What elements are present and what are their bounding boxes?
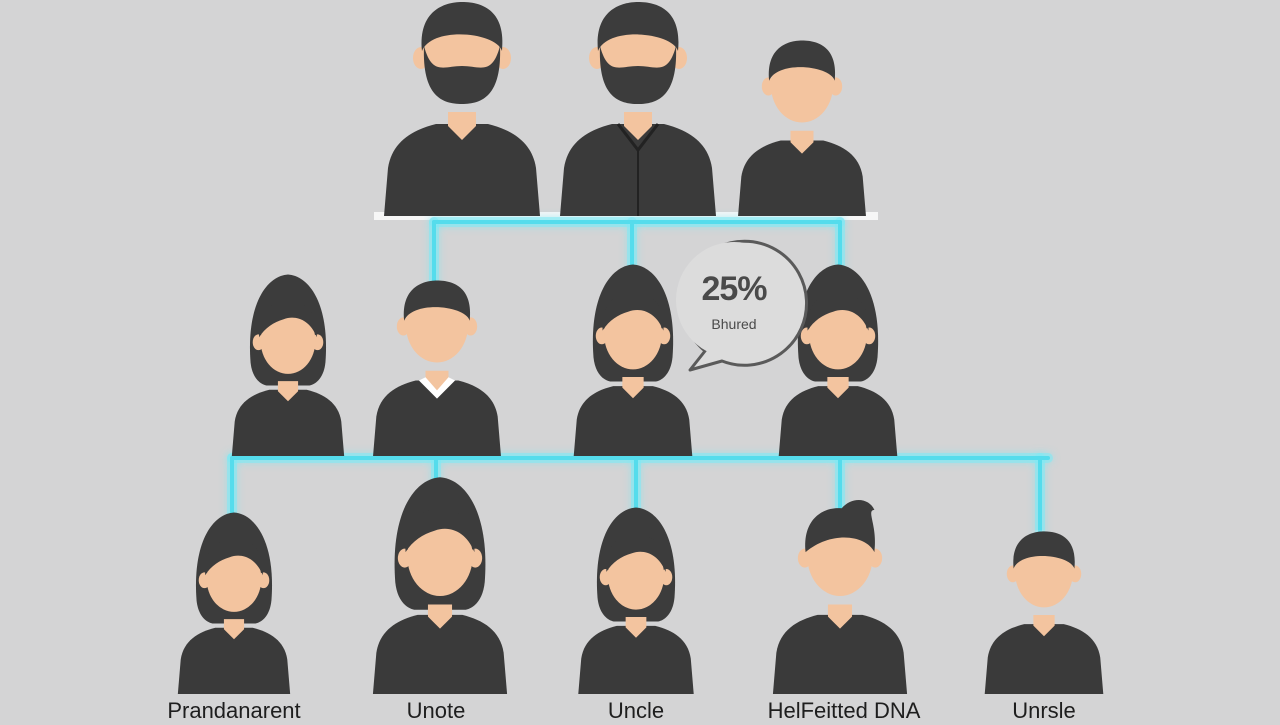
child-3-icon	[578, 507, 694, 694]
bubble-note-text: Bhured	[711, 316, 757, 332]
parent-3-icon	[573, 264, 693, 456]
parent-1-icon	[231, 274, 345, 456]
parent-2-icon	[373, 280, 501, 456]
label-helfeitted-dna: HelFeitted DNA	[767, 698, 921, 723]
label-prandanarent: Prandanarent	[167, 698, 301, 723]
grandparent-3-icon	[738, 40, 866, 216]
label-uncle: Uncle	[607, 698, 665, 723]
people-layer	[177, 2, 1104, 694]
child-1-icon	[177, 512, 291, 694]
grandparent-2-icon	[560, 2, 716, 216]
child-5-icon	[984, 531, 1104, 694]
grandparent-1-icon	[384, 2, 540, 216]
parent-4-icon	[778, 264, 898, 456]
label-unote: Unote	[406, 698, 466, 723]
dna-share-bubble	[676, 239, 808, 372]
child-4-icon	[772, 500, 908, 694]
child-2-icon	[372, 477, 508, 694]
bubble-percent-text: 25%	[701, 270, 767, 308]
label-unrsle: Unrsle	[1012, 698, 1076, 723]
